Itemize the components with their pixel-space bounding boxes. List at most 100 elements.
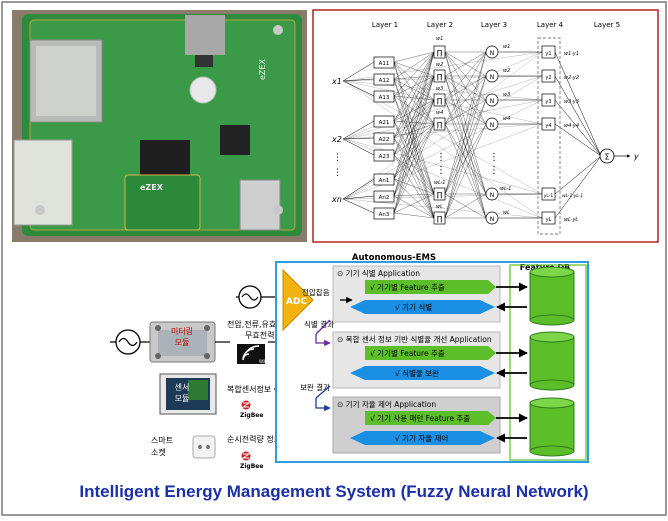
s1-ident-bar [350,300,495,314]
smart-socket-image [192,435,216,459]
nn-connection [393,95,435,219]
id-result-label: 식별 결과 [304,319,334,329]
sensor-info: 복합센서정보 [227,384,271,394]
product-node-5: ∏ [437,191,442,199]
feature-db-box [509,264,587,461]
consequent-yl: yL [546,217,552,223]
norm-node-4: N [490,122,495,129]
nn-connection [554,155,602,219]
svg-text:ZigBee: ZigBee [240,463,263,470]
product-wl-label: wL [436,204,443,210]
nn-connection [393,120,435,195]
nn-connection [393,75,435,139]
meter-info-line1: 전압,전류,유효, [227,319,279,329]
out-w4y4: w4·y4 [564,123,579,129]
s1-ident-text: √ 기기 식별 [395,302,432,312]
nn-connection [393,75,435,122]
nn-connection [393,51,435,197]
adc-label: ADC [286,297,307,307]
layer-title-2: Layer 2 [427,21,453,29]
input-x1: x1 [331,77,342,86]
product-w4-label: w4 [436,110,443,116]
svg-text:모듈: 모듈 [175,394,190,403]
nn-connection [393,99,435,214]
input-x2: x2 [331,135,342,144]
norm-w4-label: w4 [503,116,510,122]
nn-connection [393,78,435,219]
consequent-y1: y1 [545,51,551,57]
nn-connection [344,75,543,140]
adc-block [282,268,314,332]
meter-info-line2: 무효전력 [245,330,274,340]
nn-connection [342,198,375,214]
s3-feature-text: √ 기기 사용 패턴 Feature 추출 [370,413,470,423]
product-w2-label: w2 [436,62,443,68]
s2-improve-bar [350,366,495,380]
nn-connection [393,137,435,195]
product-w1-label: w1 [436,36,443,42]
s2-improve-text: √ 식별율 보완 [395,368,439,378]
product-ellipsis-2: ⋮ [436,165,446,176]
nn-connection [393,61,435,101]
db-cylinder-3 [529,397,575,457]
nn-connection [393,75,435,197]
norm-node-2: N [490,74,495,81]
db-cylinder-2 [529,331,575,391]
membership-a22: A22 [379,137,390,143]
section-2-title: ⊙ 복합 센서 정보 기반 식별율 개선 Application [337,334,492,344]
product-node-3: ∏ [437,97,442,105]
nn-connection [444,51,487,125]
layer-title-1: Layer 1 [372,21,398,29]
nn-connection [393,75,435,214]
s1-feature-text: √ 기기별 Feature 추출 [370,282,445,292]
output-y: y [633,152,639,161]
product-node-1: ∏ [437,49,442,57]
membership-an1: An1 [379,178,390,184]
nn-connection [393,120,435,219]
membership-an3: An3 [379,212,390,218]
product-ellipsis: ⋮ [436,152,446,163]
pcb-photo: eZEX eZEX [12,10,307,242]
layer4-dashed-box [537,37,561,235]
norm-node-3: N [490,98,495,105]
nn-connection [393,123,435,214]
consequent-y2: y2 [545,75,551,81]
nn-frame [312,9,659,243]
nn-connection [444,51,487,219]
nn-connection [342,138,375,156]
comp-result-label: 보완 결과 [300,382,330,392]
norm-node-1: N [490,50,495,57]
nn-connection [393,99,435,197]
out-w3y3: w3·y3 [564,99,579,105]
membership-a12: A12 [379,78,390,84]
norm-ellipsis-2: ⋮ [489,165,499,176]
sum-symbol: Σ [604,153,609,162]
consequent-yl1: yL-1 [544,193,554,199]
nn-connection [393,51,435,97]
nn-connection [342,78,375,82]
s3-feature-bar [365,411,496,425]
nn-connection [342,61,375,82]
nn-connection [393,123,435,197]
nn-connection [393,195,435,219]
nn-connection [393,99,435,139]
comp-result-arrow [315,398,331,412]
nn-connection [444,123,487,219]
nn-connection [444,75,487,219]
nn-connection [393,51,435,156]
membership-a21: A21 [379,120,390,126]
nn-connection [554,75,602,157]
caption-title: Intelligent Energy Management System (Fu… [79,482,589,501]
svg-text:eZEX: eZEX [140,183,164,192]
voltage-noise-label: 전압잡음 [302,287,330,297]
norm-w2-label: w2 [503,68,510,74]
nn-connection [344,123,543,200]
input-ellipsis: ⋮ [333,153,342,163]
consequent-nodes: y1 y2 y3 y4 yL-1 yL w1·y1 w2·y2 w3·y3 w4… [541,45,583,225]
nn-connection [342,195,375,200]
nn-connection [393,212,435,219]
out-w1y1: w1·y1 [564,51,579,57]
nn-connection [393,99,435,180]
nn-connection [393,51,435,122]
